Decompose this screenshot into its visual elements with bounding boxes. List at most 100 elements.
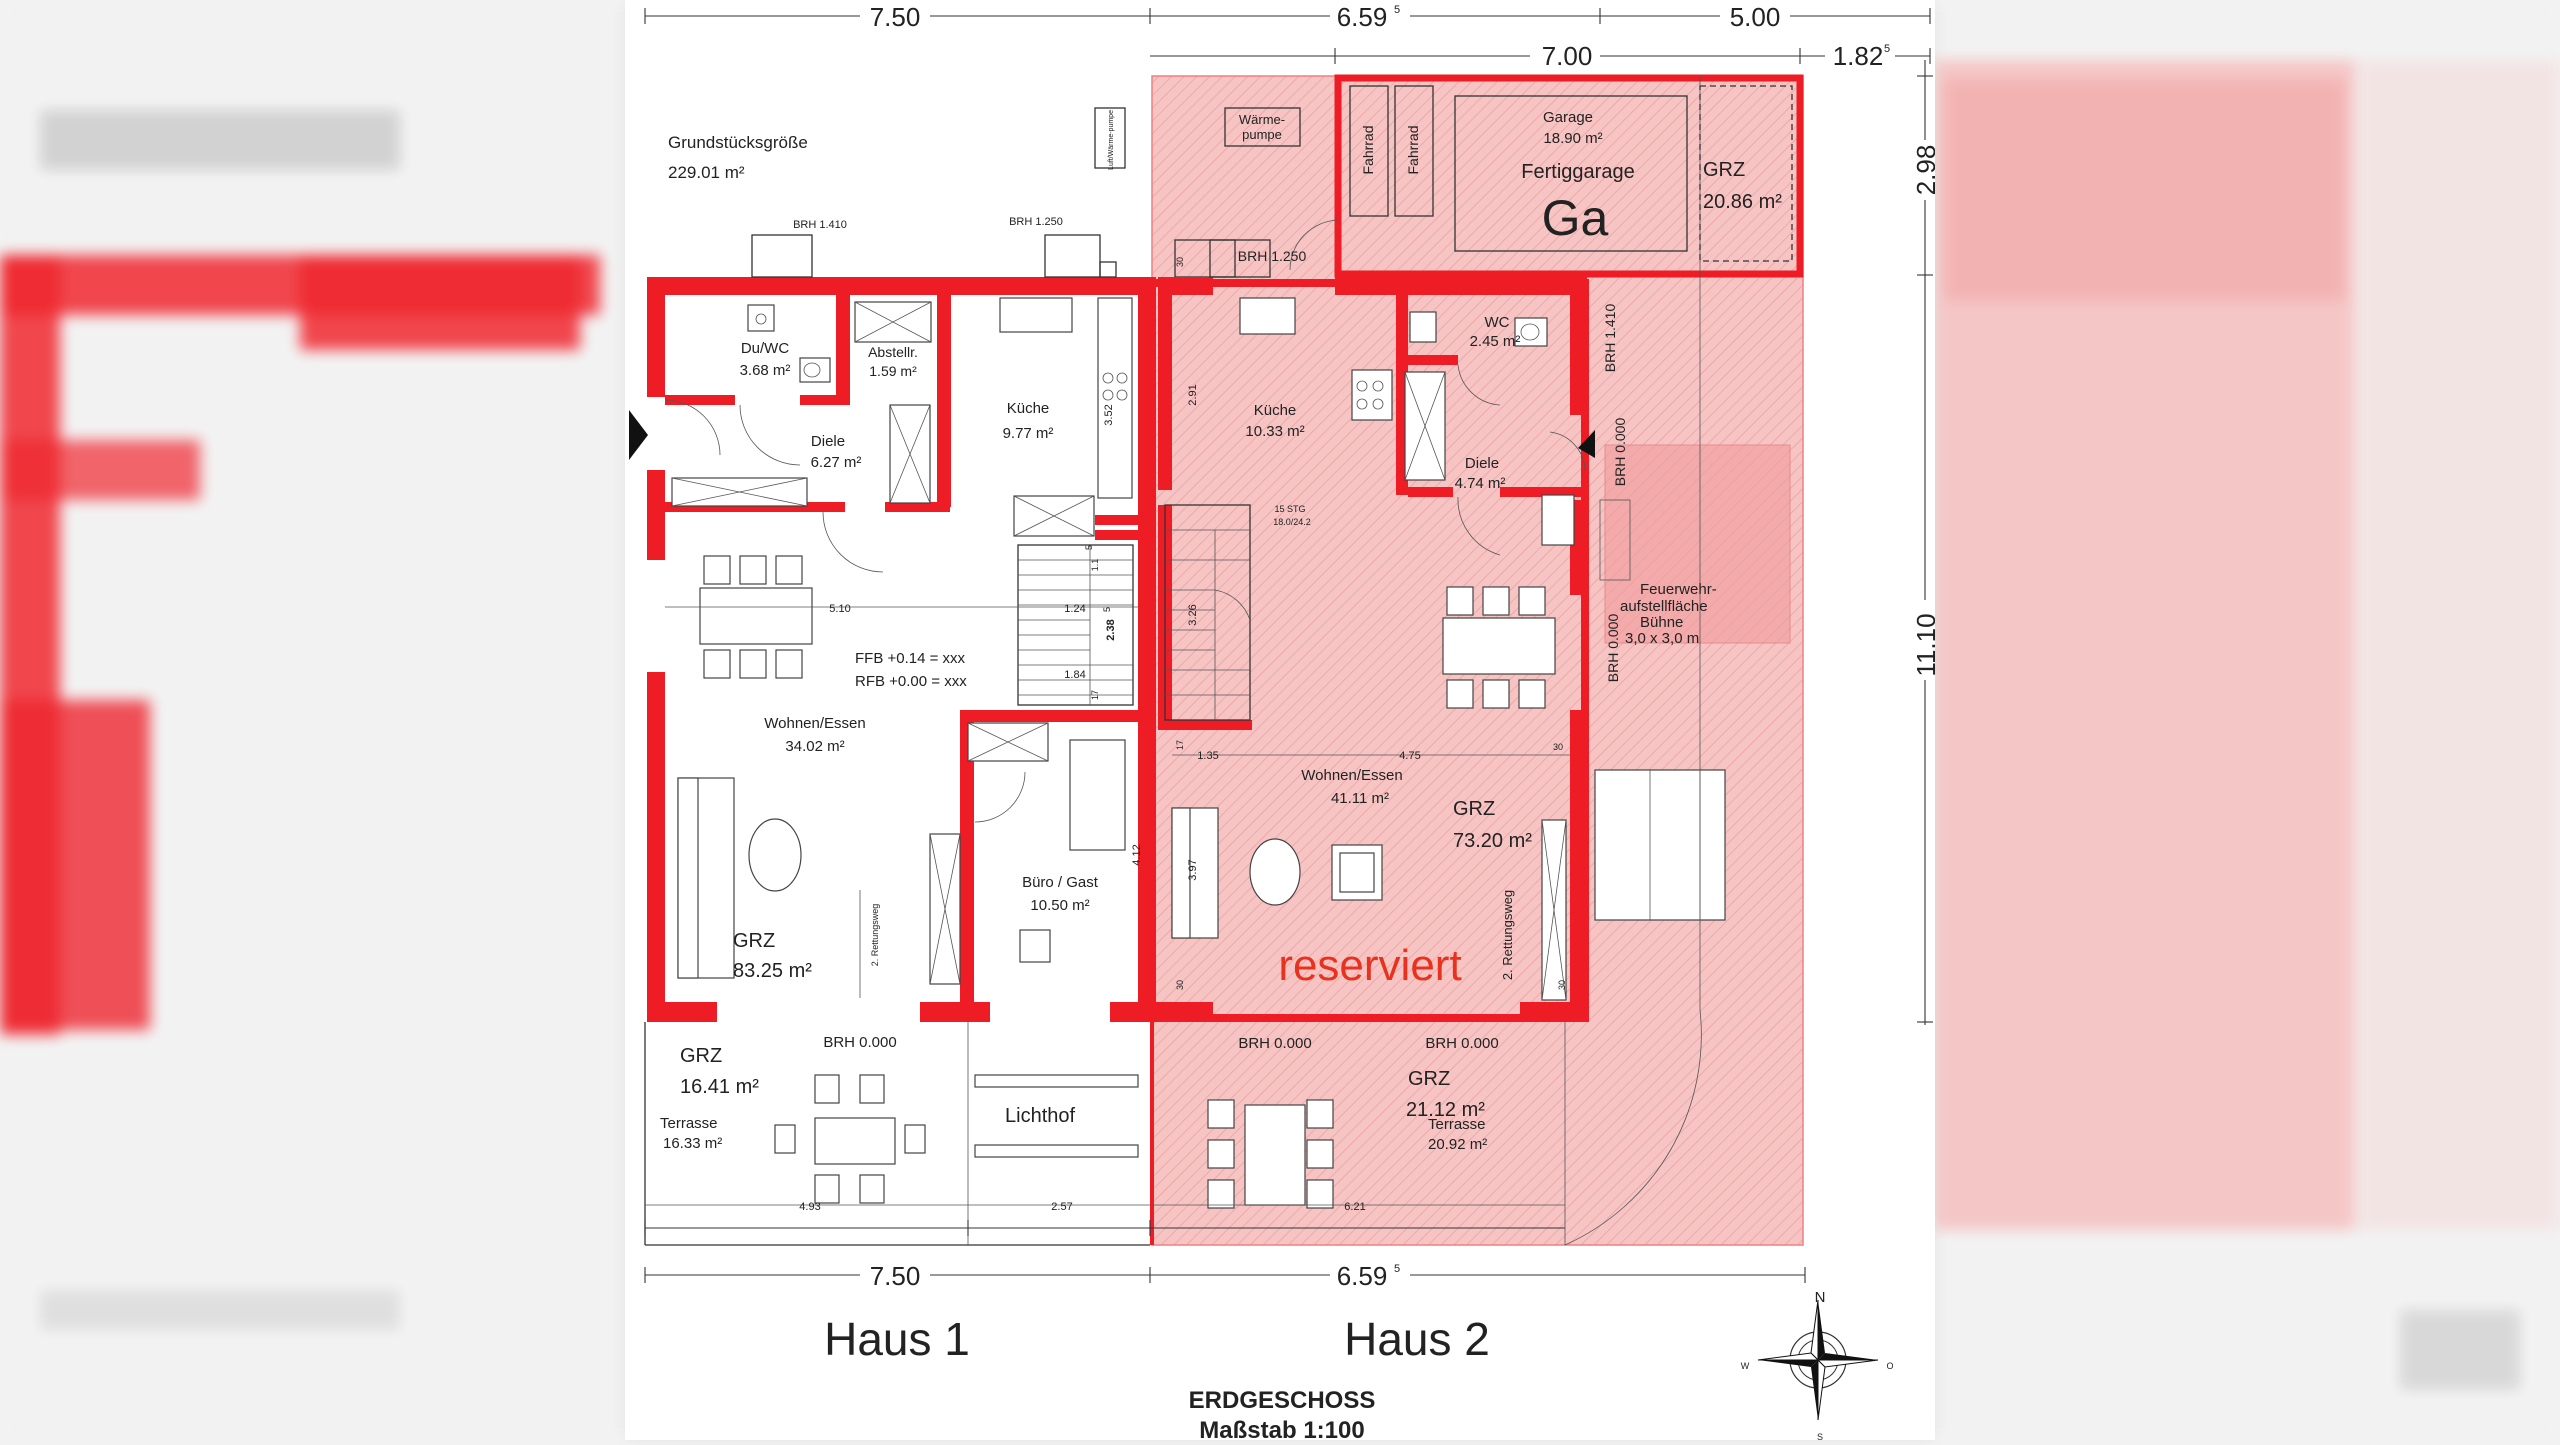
haus1-dim-d1: 5.10 bbox=[829, 603, 850, 615]
dim-bottom-lichthof: 2.57 bbox=[1051, 1201, 1072, 1213]
haus2-stair-rise: 18.0/24.2 bbox=[1273, 517, 1311, 527]
haus1-dim-d4-sup: 5 bbox=[1102, 607, 1112, 612]
haus1-terrace-grz-value: 16.41 m² bbox=[680, 1076, 759, 1098]
heatpump-line1: Wärme- bbox=[1239, 112, 1285, 127]
haus2-terrace-brh-1: BRH 0.000 bbox=[1238, 1035, 1311, 1052]
haus2-terrace-grz-label: GRZ bbox=[1408, 1068, 1450, 1090]
haus2-terrace-name: Terrasse bbox=[1428, 1116, 1486, 1133]
haus2-dim-d7: 30 bbox=[1553, 742, 1563, 752]
haus2-dim-d3: 1.35 bbox=[1197, 750, 1218, 762]
haus2-window-brh-wc: BRH 1.410 bbox=[1602, 304, 1618, 373]
room-buero-area: 10.50 m² bbox=[1030, 897, 1089, 914]
room-diele2-area: 4.74 m² bbox=[1455, 475, 1506, 492]
dim-right-top: 2.98 bbox=[1911, 145, 1935, 196]
feuerwehr-line4: 3,0 x 3,0 m bbox=[1625, 630, 1699, 647]
haus2-fixtures bbox=[1094, 76, 1793, 1246]
plot-size-label: Grundstücksgröße bbox=[668, 133, 808, 152]
dim-top-garage-inner: 7.00 bbox=[1542, 41, 1593, 71]
haus1-dim-d6: 3.52 bbox=[1103, 404, 1115, 425]
room-wohnen2-area: 41.11 m² bbox=[1331, 790, 1389, 807]
feuerwehr-line3: Bühne bbox=[1640, 614, 1683, 631]
haus1-window-brh-2: BRH 1.250 bbox=[1009, 216, 1063, 228]
haus1-terrace-brh: BRH 0.000 bbox=[823, 1034, 896, 1051]
haus1-dim-d3: 1.84 bbox=[1064, 669, 1085, 681]
dim-bottom-haus2: 6.59 bbox=[1337, 1261, 1388, 1291]
haus2-dim-d9: 17 bbox=[1175, 740, 1185, 750]
room-abstell-name: Abstellr. bbox=[868, 344, 918, 360]
haus2-dim-d5: 3.97 bbox=[1187, 859, 1199, 880]
dim-top-haus2-sup: 5 bbox=[1394, 4, 1400, 16]
dim-bottom-haus2-sup: 5 bbox=[1394, 1263, 1400, 1275]
room-kueche1-name: Küche bbox=[1007, 400, 1050, 417]
compass-icon bbox=[1757, 1299, 1879, 1421]
dim-bottom-terrace2: 6.21 bbox=[1344, 1201, 1365, 1213]
room-wohnen1-area: 34.02 m² bbox=[785, 738, 844, 755]
right-dimension-line: 2.98 11.10 bbox=[1908, 60, 1935, 1025]
garage-grz-label: GRZ bbox=[1703, 159, 1745, 181]
garage-outline bbox=[1334, 74, 1804, 278]
haus2-dim-d10: 30 bbox=[1557, 980, 1567, 990]
haus1-terrace-area bbox=[644, 1022, 1150, 1246]
dim-top-garage-row: 5.00 bbox=[1730, 2, 1781, 32]
haus1-dim-d2: 1.24 bbox=[1064, 603, 1085, 615]
bottom-dimension-lines bbox=[644, 1220, 1806, 1290]
room-buero-name: Büro / Gast bbox=[1022, 874, 1099, 891]
haus1-window-brh-1: BRH 1.410 bbox=[793, 219, 847, 231]
haus1-grz-label: GRZ bbox=[733, 930, 775, 952]
feuerwehr-line2: aufstellfläche bbox=[1620, 598, 1708, 615]
haus1-walls bbox=[647, 277, 1158, 1022]
haus2-dim-d6: 30 bbox=[1175, 257, 1185, 267]
lichthof-label: Lichthof bbox=[1005, 1105, 1075, 1127]
room-wohnen2-name: Wohnen/Essen bbox=[1301, 767, 1402, 784]
haus2-stair-steps: 15 STG bbox=[1274, 504, 1305, 514]
drawing-title: ERDGESCHOSS bbox=[1189, 1387, 1376, 1414]
haus2-dim-d1: 2.91 bbox=[1187, 384, 1199, 405]
haus1-ffb: FFB +0.14 = xxx bbox=[855, 650, 966, 667]
dim-top-right-offset: 1.82 bbox=[1833, 41, 1884, 71]
garage-type: Fertiggarage bbox=[1521, 161, 1634, 183]
haus2-dim-d2: 3.26 bbox=[1187, 604, 1199, 625]
haus2-grz-value: 73.20 m² bbox=[1453, 830, 1532, 852]
room-diele2-name: Diele bbox=[1465, 455, 1499, 472]
floor-plan: 7.50 6.59 5 5.00 7.00 1.82 5 2.98 11.10 … bbox=[629, 2, 1935, 1440]
haus1-dim-d7: 1.1 bbox=[1090, 559, 1100, 572]
drawing-scale: Maßstab 1:100 bbox=[1199, 1417, 1364, 1440]
haus2-dim-d4: 4.75 bbox=[1399, 750, 1420, 762]
haus2-terrace-area: 20.92 m² bbox=[1428, 1136, 1487, 1153]
haus2-terrace-brh-2: BRH 0.000 bbox=[1425, 1035, 1498, 1052]
room-du-wc-area: 3.68 m² bbox=[740, 362, 791, 379]
room-abstell-area: 1.59 m² bbox=[869, 363, 917, 379]
room-kueche2-area: 10.33 m² bbox=[1245, 423, 1304, 440]
dim-bottom-haus1: 7.50 bbox=[870, 1261, 921, 1291]
reserved-label: reserviert bbox=[1278, 941, 1461, 990]
haus1-terrace-grz-label: GRZ bbox=[680, 1045, 722, 1067]
haus1-grz-value: 83.25 m² bbox=[733, 960, 812, 982]
dim-right-main: 11.10 bbox=[1911, 613, 1935, 676]
plot-size-value: 229.01 m² bbox=[668, 163, 745, 182]
heatpump-line2: pumpe bbox=[1242, 127, 1282, 142]
haus1-rettungsweg: 2. Rettungsweg bbox=[870, 904, 880, 967]
haus2-terrace-grz-value: 21.12 m² bbox=[1406, 1099, 1485, 1121]
room-wohnen1-name: Wohnen/Essen bbox=[764, 715, 865, 732]
room-diele1-name: Diele bbox=[811, 433, 845, 450]
feuerwehr-line1: Feuerwehr- bbox=[1640, 581, 1717, 598]
top-dimension-line: 7.50 6.59 5 5.00 7.00 1.82 5 bbox=[644, 2, 1931, 71]
haus1-terrace-area: 16.33 m² bbox=[663, 1135, 722, 1152]
dim-bottom-terrace1: 4.93 bbox=[799, 1201, 820, 1213]
room-du-wc-name: Du/WC bbox=[741, 340, 790, 357]
haus2-window-brh-diele: BRH 0.000 bbox=[1612, 418, 1628, 487]
garage-name: Garage bbox=[1543, 109, 1593, 126]
compass-s: S bbox=[1817, 1432, 1823, 1440]
room-kueche1-area: 9.77 m² bbox=[1003, 425, 1054, 442]
haus1-rfb: RFB +0.00 = xxx bbox=[855, 673, 967, 690]
garage-grz-value: 20.86 m² bbox=[1703, 191, 1782, 213]
compass-n: N bbox=[1815, 1289, 1826, 1306]
drawing-sheet: 7.50 6.59 5 5.00 7.00 1.82 5 2.98 11.10 … bbox=[625, 0, 1935, 1440]
haus1-dim-d7-sup: 5 bbox=[1084, 545, 1094, 550]
haus2-rettungsweg: 2. Rettungsweg bbox=[1500, 890, 1515, 980]
haus2-label: Haus 2 bbox=[1344, 1313, 1490, 1365]
compass-o: O bbox=[1886, 1361, 1893, 1371]
haus2-grz-label: GRZ bbox=[1453, 798, 1495, 820]
haus1-fixtures bbox=[629, 234, 1236, 998]
haus1-dim-d8: 17 bbox=[1090, 690, 1100, 700]
